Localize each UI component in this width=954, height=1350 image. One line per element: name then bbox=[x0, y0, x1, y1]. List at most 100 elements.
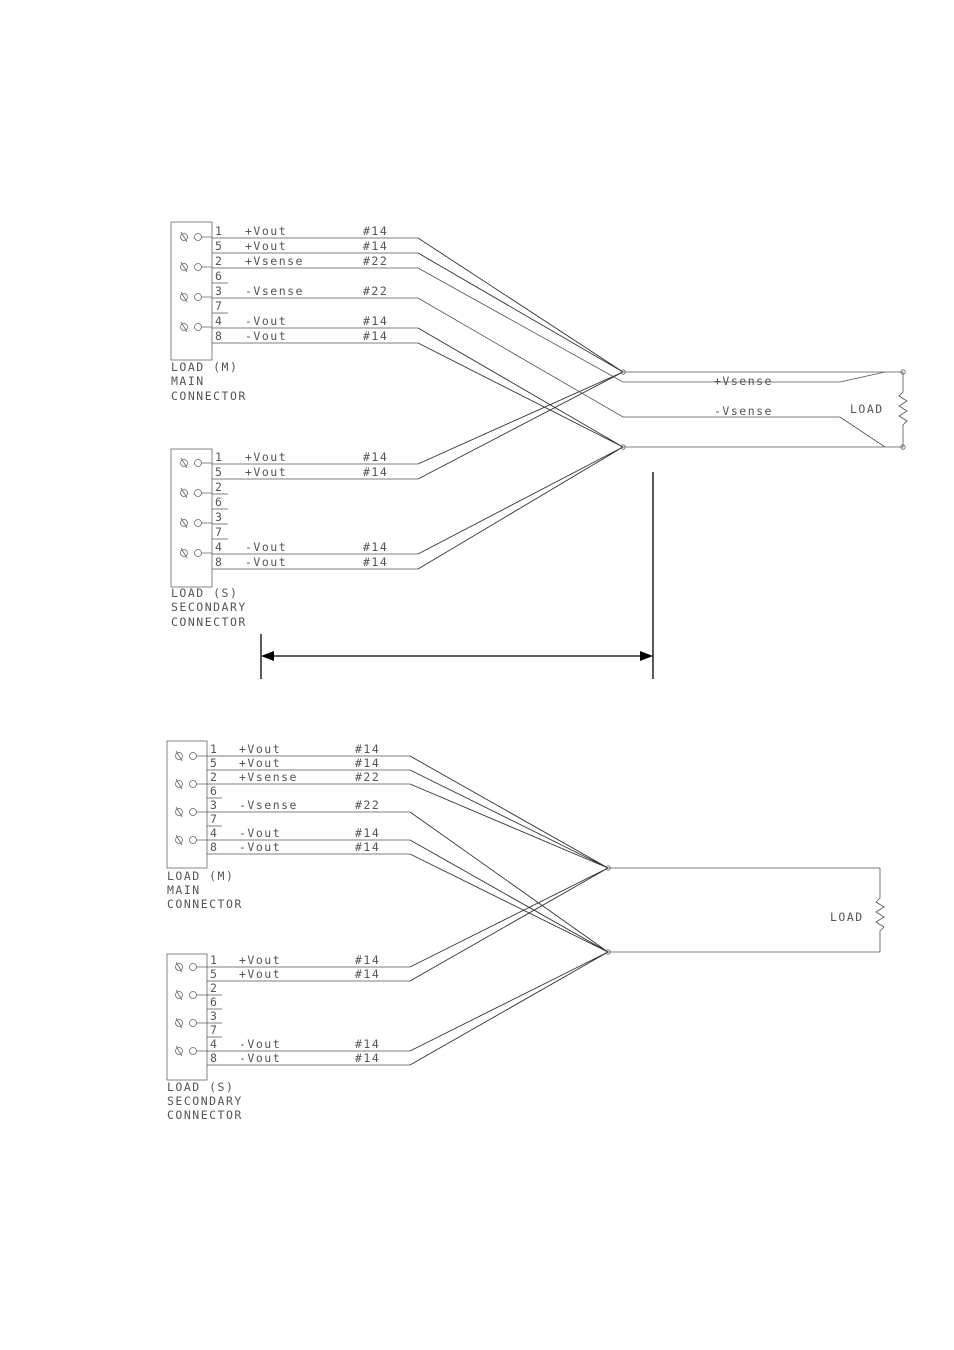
connector-label: SECONDARY bbox=[167, 1094, 243, 1108]
pin-number: 1 bbox=[215, 450, 223, 464]
pin-number: 7 bbox=[210, 812, 218, 826]
signal-label: -Vout bbox=[245, 329, 287, 343]
pin-number: 3 bbox=[210, 1009, 218, 1023]
pin-number: 5 bbox=[215, 465, 223, 479]
signal-label: +Vout bbox=[239, 742, 281, 756]
wire-bundle bbox=[417, 237, 886, 570]
wire-gauge: #14 bbox=[363, 555, 388, 569]
signal-label: +Vout bbox=[245, 239, 287, 253]
signal-label: +Vsense bbox=[245, 254, 304, 268]
load-resistor: LOAD bbox=[850, 369, 908, 450]
pin-number: 2 bbox=[210, 981, 218, 995]
signal-label: +Vout bbox=[245, 465, 287, 479]
pin-contacts bbox=[180, 231, 212, 333]
wire-gauge: #14 bbox=[355, 1037, 380, 1051]
secondary-connector: 1 5 2 6 3 7 4 8 +Vout +Vout -Vout -Vout … bbox=[166, 953, 410, 1122]
signal-label: +Vout bbox=[245, 224, 287, 238]
connector-label: CONNECTOR bbox=[167, 897, 243, 911]
signal-label: -Vsense bbox=[239, 798, 298, 812]
pin-contacts bbox=[180, 457, 212, 559]
connector-body bbox=[170, 221, 213, 361]
connector-label: LOAD (S) bbox=[171, 586, 238, 600]
signal-label: +Vout bbox=[239, 967, 281, 981]
load-resistor: LOAD bbox=[830, 868, 885, 952]
pin-number: 8 bbox=[210, 840, 218, 854]
signal-label: -Vout bbox=[239, 840, 281, 854]
connector-label: SECONDARY bbox=[171, 600, 247, 614]
pin-number: 7 bbox=[215, 299, 223, 313]
signal-label: -Vout bbox=[239, 1051, 281, 1065]
signal-label: +Vout bbox=[239, 756, 281, 770]
wire-gauge: #14 bbox=[363, 329, 388, 343]
pin-number: 5 bbox=[215, 239, 223, 253]
connector-label: LOAD (M) bbox=[167, 869, 234, 883]
pin-number: 8 bbox=[215, 329, 223, 343]
pin-number: 3 bbox=[215, 284, 223, 298]
signal-label: -Vout bbox=[239, 1037, 281, 1051]
pin-number: 6 bbox=[215, 269, 223, 283]
pin-number: 7 bbox=[210, 1023, 218, 1037]
wire-gauge: #14 bbox=[363, 314, 388, 328]
wire-gauge: #14 bbox=[363, 224, 388, 238]
wire-gauge: #14 bbox=[363, 450, 388, 464]
pin-number: 4 bbox=[210, 826, 218, 840]
pin-number: 3 bbox=[215, 510, 223, 524]
wire-gauge: #14 bbox=[355, 1051, 380, 1065]
signal-label: +Vsense bbox=[239, 770, 298, 784]
diagram-remote-sense: 1 5 2 6 3 7 4 8 +Vout +Vout +Vsense -Vse… bbox=[170, 221, 908, 679]
plus-sense-label: +Vsense bbox=[714, 374, 773, 388]
minus-sense-label: -Vsense bbox=[714, 404, 773, 418]
load-label: LOAD bbox=[850, 402, 884, 416]
connector-label: CONNECTOR bbox=[167, 1108, 243, 1122]
connector-label: LOAD (M) bbox=[171, 360, 238, 374]
wire-gauge: #14 bbox=[363, 465, 388, 479]
main-connector: 1 5 2 6 3 7 4 8 +Vout +Vout +Vsense -Vse… bbox=[166, 740, 410, 911]
wire-gauge: #14 bbox=[355, 756, 380, 770]
signal-label: -Vout bbox=[245, 555, 287, 569]
pin-number: 1 bbox=[210, 742, 218, 756]
pin-contacts bbox=[175, 961, 207, 1057]
wire-bundle bbox=[409, 755, 880, 1066]
pin-number: 2 bbox=[210, 770, 218, 784]
connector-label: MAIN bbox=[171, 374, 205, 388]
load-label: LOAD bbox=[830, 910, 864, 924]
wire-gauge: #22 bbox=[363, 254, 388, 268]
connector-label: LOAD (S) bbox=[167, 1080, 234, 1094]
signal-label: +Vout bbox=[239, 953, 281, 967]
wire-gauge: #14 bbox=[355, 826, 380, 840]
pin-number: 6 bbox=[210, 784, 218, 798]
diagram-local-sense: 1 5 2 6 3 7 4 8 +Vout +Vout +Vsense -Vse… bbox=[166, 740, 885, 1122]
pin-number: 5 bbox=[210, 756, 218, 770]
pin-number: 3 bbox=[210, 798, 218, 812]
pin-number: 2 bbox=[215, 254, 223, 268]
pin-number: 8 bbox=[215, 555, 223, 569]
wire-gauge: #14 bbox=[363, 540, 388, 554]
wire-gauge: #22 bbox=[363, 284, 388, 298]
connector-label: MAIN bbox=[167, 883, 201, 897]
signal-label: +Vout bbox=[245, 450, 287, 464]
connector-label: CONNECTOR bbox=[171, 615, 247, 629]
dimension-arrow bbox=[260, 472, 654, 679]
signal-label: -Vout bbox=[245, 314, 287, 328]
wire-gauge: #22 bbox=[355, 770, 380, 784]
connector-body bbox=[166, 953, 208, 1081]
signal-label: -Vout bbox=[245, 540, 287, 554]
pin-contacts bbox=[175, 750, 207, 846]
pin-number: 8 bbox=[210, 1051, 218, 1065]
pin-number: 4 bbox=[215, 314, 223, 328]
pin-number: 2 bbox=[215, 480, 223, 494]
pin-number: 1 bbox=[215, 224, 223, 238]
pin-number: 1 bbox=[210, 953, 218, 967]
pin-number: 5 bbox=[210, 967, 218, 981]
wire-gauge: #14 bbox=[355, 742, 380, 756]
wire-gauge: #22 bbox=[355, 798, 380, 812]
signal-label: -Vsense bbox=[245, 284, 304, 298]
connector-body bbox=[170, 448, 213, 588]
pin-number: 7 bbox=[215, 525, 223, 539]
connector-label: CONNECTOR bbox=[171, 389, 247, 403]
main-connector: 1 5 2 6 3 7 4 8 +Vout +Vout +Vsense -Vse… bbox=[170, 221, 418, 403]
wire-gauge: #14 bbox=[355, 840, 380, 854]
pin-number: 6 bbox=[215, 495, 223, 509]
wire-gauge: #14 bbox=[355, 953, 380, 967]
